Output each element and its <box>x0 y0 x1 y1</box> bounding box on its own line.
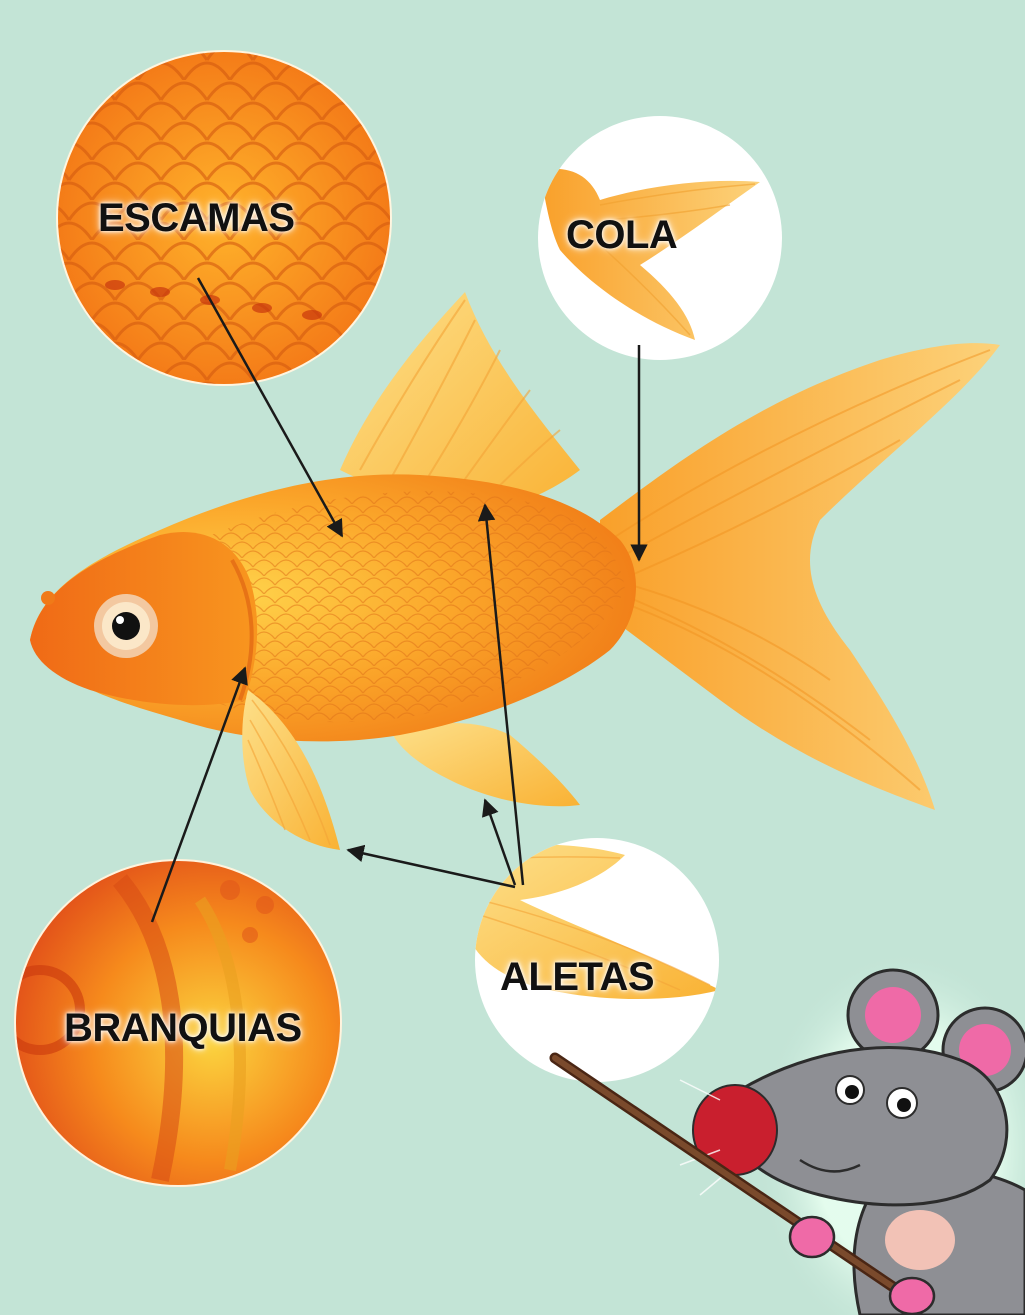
label-cola: COLA <box>566 213 677 258</box>
label-aletas: ALETAS <box>500 955 654 1000</box>
label-escamas: ESCAMAS <box>98 196 295 241</box>
label-branquias: BRANQUIAS <box>64 1006 302 1051</box>
fish-eye <box>94 594 158 658</box>
